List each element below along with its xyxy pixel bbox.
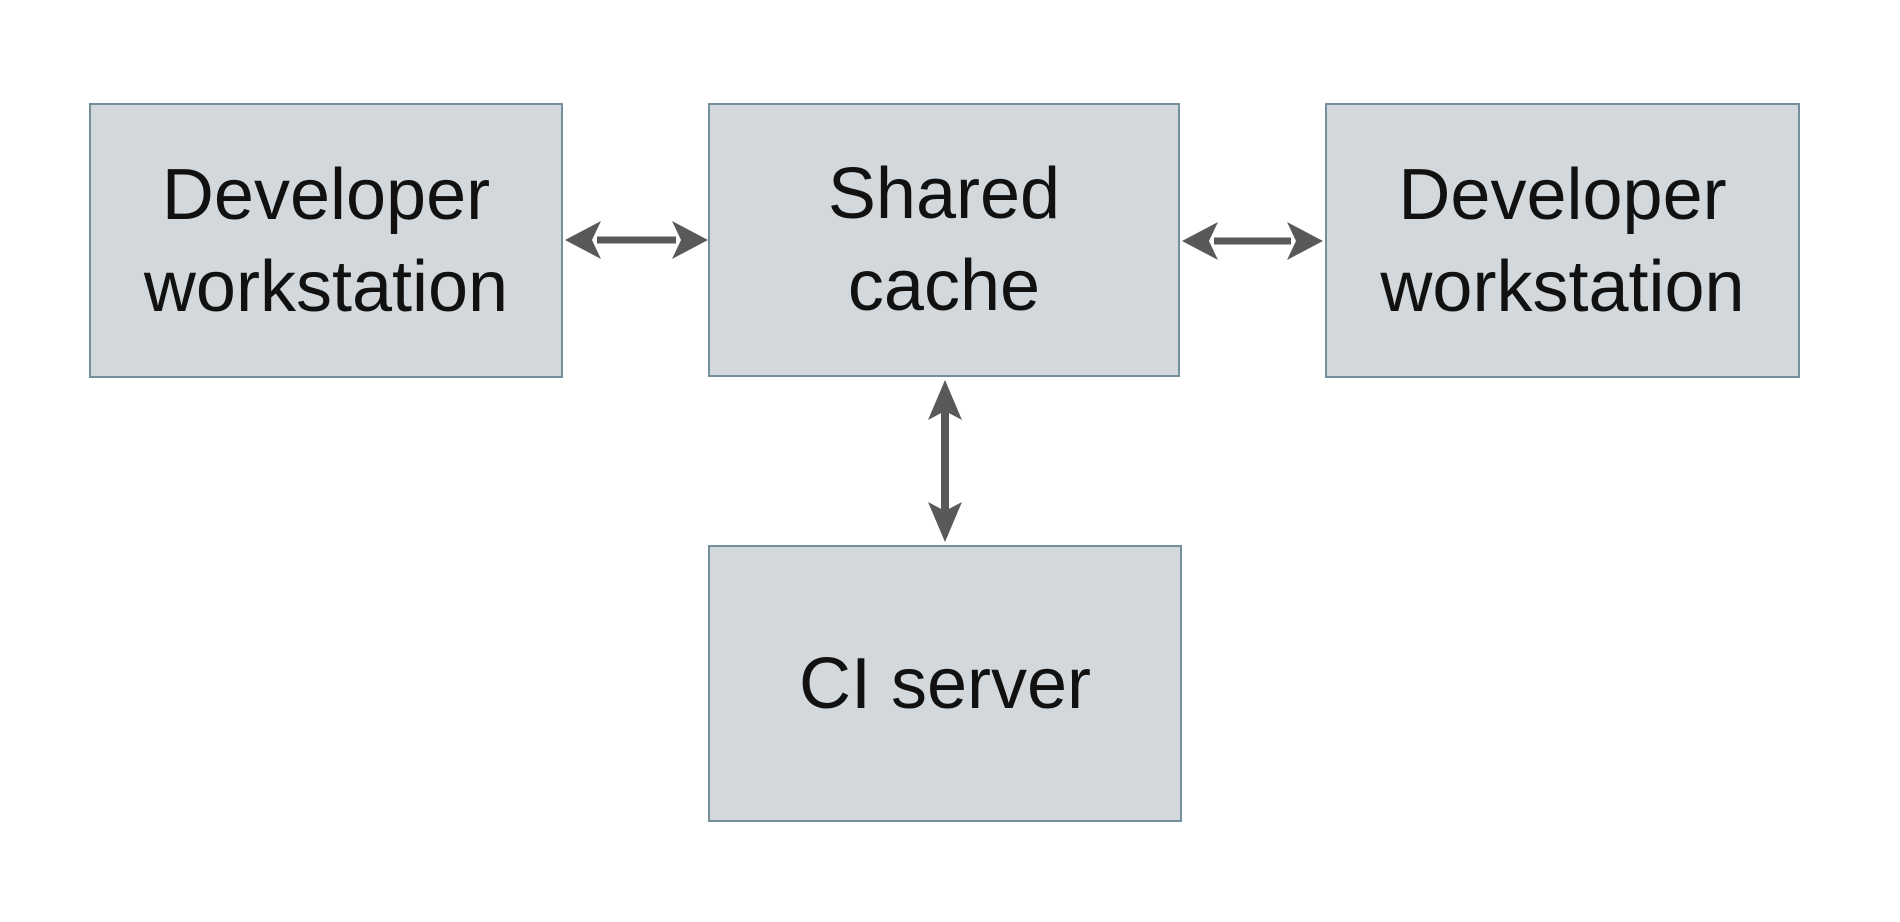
node-ci-server: CI server [708, 545, 1182, 822]
arrowhead-down-icon [928, 502, 962, 542]
arrow-shaft [597, 236, 676, 244]
arrow-shaft [941, 410, 949, 512]
label-line: CI server [798, 643, 1092, 724]
label-line: workstation [143, 246, 509, 327]
double-arrow-shared-ci [928, 380, 962, 542]
node-developer-workstation-left: Developer workstation [89, 103, 563, 378]
arrowhead-right-icon [1287, 222, 1323, 260]
double-arrow-left-shared [565, 221, 708, 259]
node-label-developer-workstation-right: Developer workstation [1380, 149, 1744, 333]
arrowhead-left-icon [565, 221, 601, 259]
label-line: Developer [161, 154, 491, 235]
label-line: Developer [1398, 154, 1727, 235]
arrowhead-right-icon [672, 221, 708, 259]
node-label-shared-cache: Shared cache [828, 148, 1060, 332]
label-line: cache [847, 246, 1041, 326]
node-label-developer-workstation-left: Developer workstation [144, 149, 508, 333]
arrowhead-up-icon [928, 380, 962, 420]
label-line: workstation [1380, 246, 1745, 327]
arrowhead-left-icon [1182, 222, 1218, 260]
arrow-shaft [1214, 237, 1291, 245]
node-developer-workstation-right: Developer workstation [1325, 103, 1800, 378]
node-label-ci-server: CI server [799, 638, 1091, 730]
node-shared-cache: Shared cache [708, 103, 1180, 377]
double-arrow-shared-right [1182, 222, 1323, 260]
label-line: Shared [827, 154, 1061, 234]
